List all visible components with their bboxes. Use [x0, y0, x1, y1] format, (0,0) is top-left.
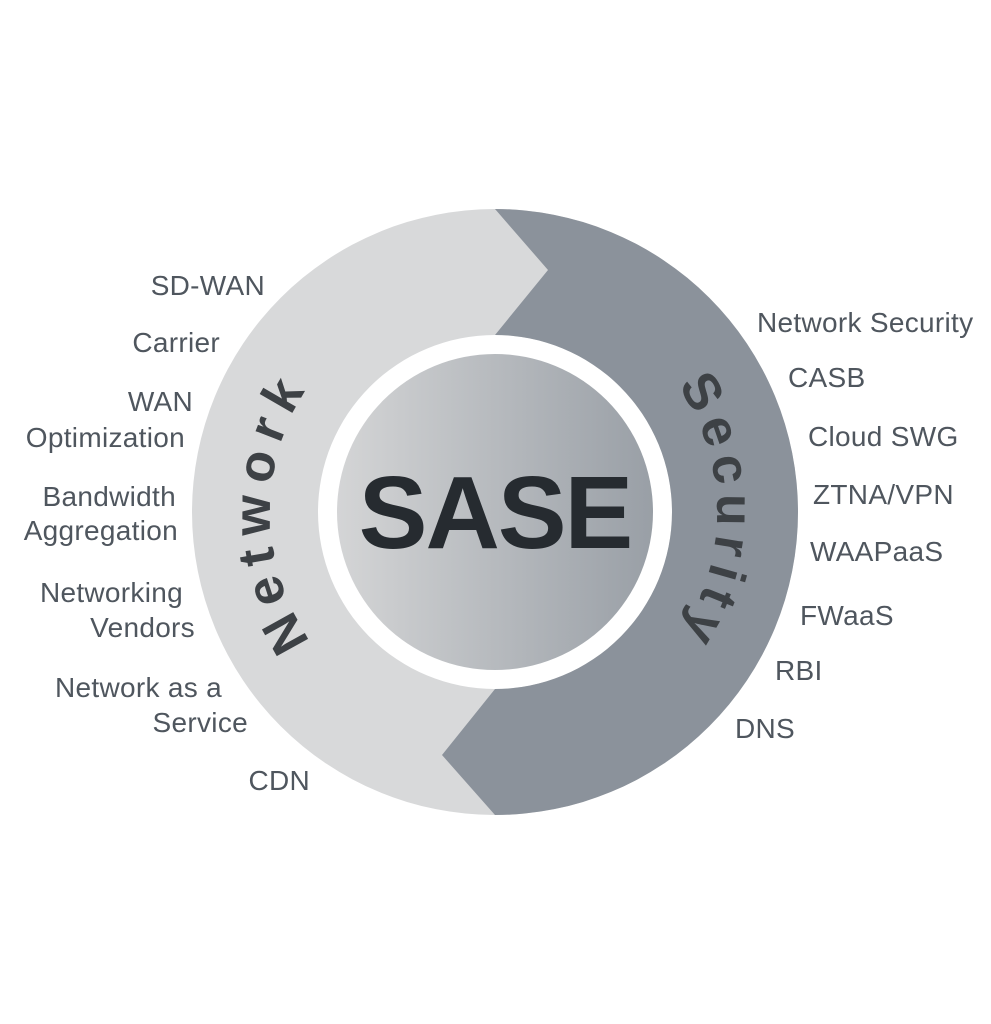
network-item-wan-optimization-line1: WAN	[128, 386, 193, 417]
network-item-sd-wan: SD-WAN	[151, 270, 265, 301]
network-item-cdn: CDN	[248, 765, 310, 796]
security-item-casb: CASB	[788, 362, 865, 393]
network-item-networking-vendors-line1: Networking	[40, 577, 183, 608]
network-item-network-as-a-service-line1: Network as a	[55, 672, 222, 703]
security-item-rbi: RBI	[775, 655, 823, 686]
security-item-labels: Network Security CASB Cloud SWG ZTNA/VPN…	[735, 307, 973, 744]
network-item-labels: SD-WAN Carrier WAN Optimization Bandwidt…	[24, 270, 310, 796]
sase-title: SASE	[359, 455, 631, 570]
security-half-ring	[442, 209, 798, 815]
security-item-cloud-swg: Cloud SWG	[808, 421, 959, 452]
network-item-bandwidth-aggregation-line2: Aggregation	[24, 515, 178, 546]
security-item-waapaas: WAAPaaS	[810, 536, 943, 567]
network-item-bandwidth-aggregation-line1: Bandwidth	[43, 481, 176, 512]
security-item-dns: DNS	[735, 713, 795, 744]
network-item-carrier: Carrier	[132, 327, 220, 358]
center-circle	[337, 354, 653, 670]
network-item-wan-optimization-line2: Optimization	[26, 422, 185, 453]
security-item-network-security: Network Security	[757, 307, 973, 338]
security-item-fwaas: FWaaS	[800, 600, 894, 631]
network-item-networking-vendors-line2: Vendors	[90, 612, 195, 643]
security-item-ztna-vpn: ZTNA/VPN	[813, 479, 954, 510]
network-item-network-as-a-service-line2: Service	[153, 707, 248, 738]
